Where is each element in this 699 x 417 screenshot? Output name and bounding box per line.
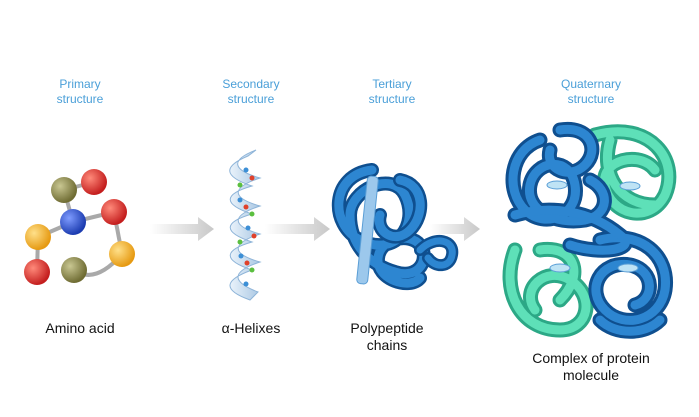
title-line: Tertiary xyxy=(372,77,412,91)
title-line: Primary xyxy=(59,77,101,91)
caption-line: chains xyxy=(366,337,408,353)
quaternary-structure-title: Quaternary structure xyxy=(531,77,651,107)
title-line: structure xyxy=(56,92,104,106)
primary-structure-title: Primary structure xyxy=(20,77,140,107)
title-line: structure xyxy=(227,92,275,106)
title-line: structure xyxy=(368,92,416,106)
title-line: Secondary xyxy=(222,77,280,91)
polypeptide-chains-caption: Polypeptide chains xyxy=(322,320,452,354)
alpha-helixes-caption: α-Helixes xyxy=(191,320,311,337)
title-line: structure xyxy=(567,92,615,106)
amino-acid-caption: Amino acid xyxy=(20,320,140,337)
caption-line: Polypeptide xyxy=(350,320,424,336)
tertiary-structure-title: Tertiary structure xyxy=(332,77,452,107)
caption-line: Complex of protein xyxy=(532,350,650,366)
caption-line: molecule xyxy=(562,367,620,383)
title-line: Quaternary xyxy=(560,77,622,91)
caption-line: α-Helixes xyxy=(221,320,281,336)
protein-complex-caption: Complex of protein molecule xyxy=(511,350,671,384)
caption-line: Amino acid xyxy=(45,320,115,336)
secondary-structure-title: Secondary structure xyxy=(191,77,311,107)
